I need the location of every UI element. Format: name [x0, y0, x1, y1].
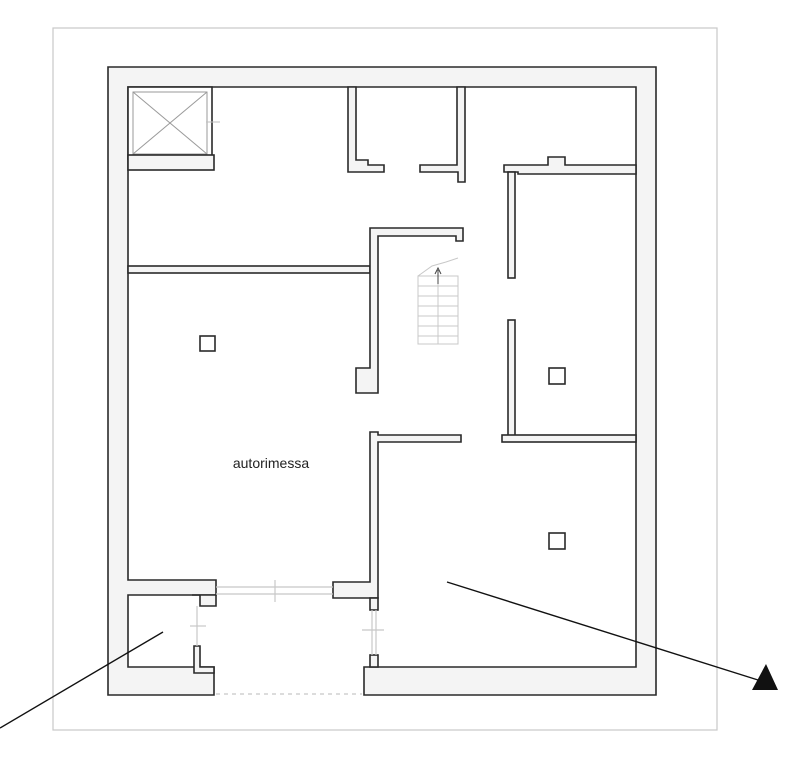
shaft-cross-b: [132, 91, 208, 155]
wall: [127, 265, 371, 274]
sheet-frame: [52, 27, 718, 731]
wall: [332, 431, 462, 599]
wall: [419, 86, 466, 183]
wall: [501, 434, 637, 443]
column: [548, 532, 566, 550]
wall: [193, 645, 215, 674]
arrowhead-icon: [752, 664, 778, 690]
stair-winder: [417, 257, 459, 277]
shaft-inner: [132, 91, 208, 155]
wall: [192, 594, 217, 607]
wall: [127, 154, 215, 171]
wall: [347, 86, 385, 173]
left-pointer-line: [0, 631, 164, 729]
wall: [355, 227, 464, 394]
right-pointer-line: [446, 581, 759, 681]
interior-walls: [127, 86, 637, 674]
wall: [369, 597, 379, 611]
columns: [199, 335, 566, 550]
wall: [507, 319, 516, 441]
exterior-wall: [107, 66, 657, 696]
wall: [369, 654, 379, 668]
staircase: [417, 257, 459, 345]
column: [548, 367, 566, 385]
wall: [503, 156, 637, 175]
garage-door: [190, 580, 384, 695]
stair-arrow-head: [434, 266, 442, 275]
room-label-garage: autorimessa: [233, 455, 309, 471]
column: [199, 335, 216, 352]
wall: [507, 171, 516, 279]
